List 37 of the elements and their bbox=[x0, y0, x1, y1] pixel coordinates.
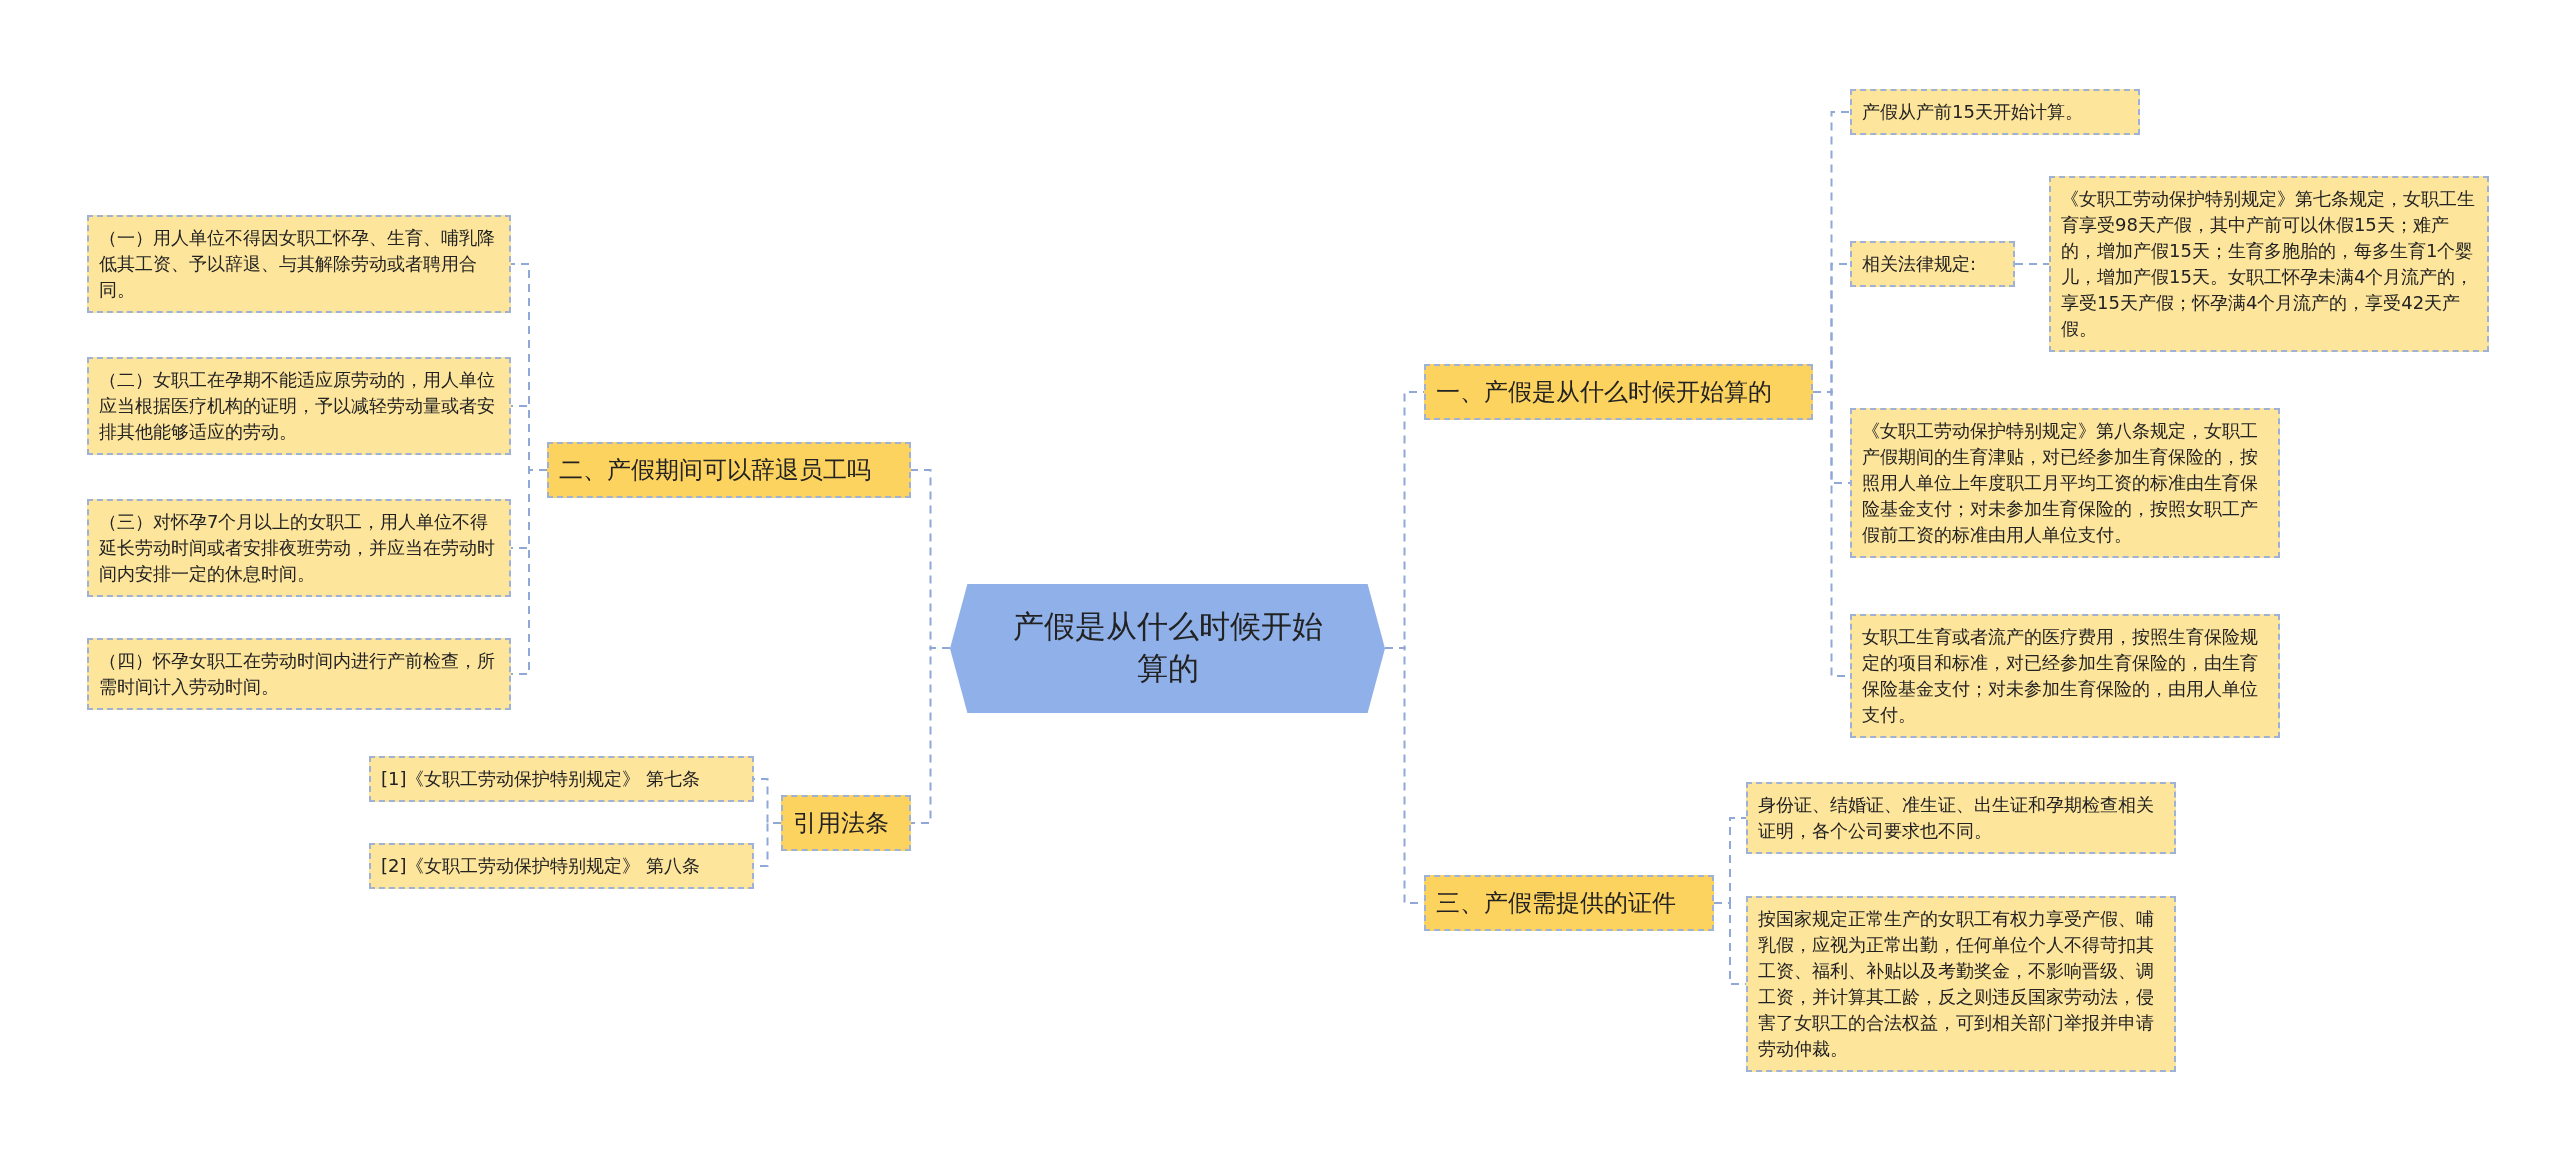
connector-line bbox=[2014, 263, 2050, 265]
note-box bbox=[87, 498, 511, 598]
note-box bbox=[1850, 88, 2140, 136]
topic-text: 引用法条 bbox=[793, 808, 889, 839]
note-box bbox=[87, 356, 511, 456]
note-box bbox=[1850, 240, 2015, 288]
note-box bbox=[87, 637, 511, 711]
topic-text: 产假是从什么时候开始算的 bbox=[1011, 607, 1324, 688]
topic-text: 二、产假期间可以辞退员工吗 bbox=[559, 455, 871, 486]
branch-topic-box bbox=[547, 442, 911, 498]
note-box bbox=[1850, 613, 2280, 739]
note-text: （二）女职工在孕期不能适应原劳动的，用人单位应当根据医疗机构的证明，予以减轻劳动量或者安排其他能够适应的劳动。 bbox=[99, 367, 496, 445]
note-box bbox=[369, 842, 754, 890]
note-text: 《女职工劳动保护特别规定》第八条规定，女职工产假期间的生育津贴，对已经参加生育保险的，按照用人单位上年度职工月平均工资的标准由生育保险基金支付；对未参加生育保险的，按照女职工产假前工资的标准由用人单位支付。 bbox=[1862, 418, 2259, 548]
note-box bbox=[1850, 407, 2280, 559]
branch-topic-box bbox=[781, 795, 911, 851]
note-text: 按国家规定正常生产的女职工有权力享受产假、哺乳假，应视为正常出勤，任何单位个人不得苛扣其工资、福利、补贴以及考勤奖金，不影响晋级、调工资，并计算其工龄，反之则违反国家劳动法，侵害了女职工的合法权益，可到相关部门举报并申请劳动仲裁。 bbox=[1758, 906, 2155, 1062]
topic-text: 三、产假需提供的证件 bbox=[1436, 888, 1676, 919]
connector-line bbox=[910, 647, 951, 824]
branch-topic-box bbox=[1424, 875, 1714, 931]
note-box bbox=[369, 755, 754, 803]
note-text: [1]《女职工劳动保护特别规定》 第七条 bbox=[381, 766, 701, 791]
note-text: （四）怀孕女职工在劳动时间内进行产前检查，所需时间计入劳动时间。 bbox=[99, 648, 496, 699]
note-box bbox=[87, 214, 511, 314]
note-text: [2]《女职工劳动保护特别规定》 第八条 bbox=[381, 853, 701, 878]
topic-text: 一、产假是从什么时候开始算的 bbox=[1436, 377, 1772, 408]
note-text: （一）用人单位不得因女职工怀孕、生育、哺乳降低其工资、予以辞退、与其解除劳动或者聘用合同。 bbox=[99, 225, 496, 303]
note-box bbox=[2049, 175, 2489, 353]
branch-topic-box bbox=[1424, 364, 1813, 420]
note-text: 相关法律规定: bbox=[1862, 251, 1977, 276]
note-text: 《女职工劳动保护特别规定》第七条规定，女职工生育享受98天产假，其中产前可以休假15天；难产的，增加产假15天；生育多胞胎的，每多生育1个婴儿，增加产假15天。女职工怀孕未满4个月流产的，享受15天产假；怀孕满4个月流产的，享受42天产假。 bbox=[2061, 186, 2476, 342]
note-text: 身份证、结婚证、准生证、出生证和孕期检查相关证明，各个公司要求也不同。 bbox=[1758, 792, 2155, 843]
note-box bbox=[1746, 781, 2176, 855]
note-text: 产假从产前15天开始计算。 bbox=[1862, 99, 2083, 124]
note-text: （三）对怀孕7个月以上的女职工，用人单位不得延长劳动时间或者安排夜班劳动，并应当在劳动时间内安排一定的休息时间。 bbox=[99, 509, 496, 587]
note-text: 女职工生育或者流产的医疗费用，按照生育保险规定的项目和标准，对已经参加生育保险的，由生育保险基金支付；对未参加生育保险的，由用人单位支付。 bbox=[1862, 624, 2259, 728]
note-box bbox=[1746, 895, 2176, 1073]
